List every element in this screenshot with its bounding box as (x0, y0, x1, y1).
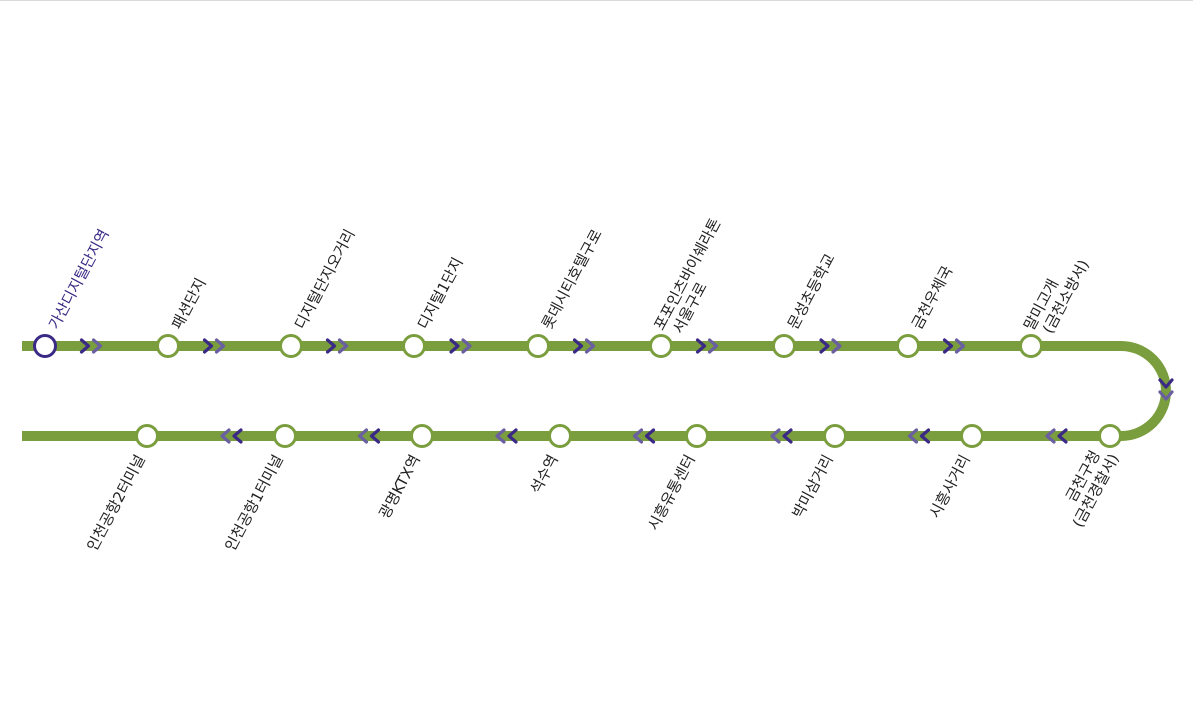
station-label: 말미고개(금천소방서) (1020, 257, 1092, 337)
station-label: 인천공항2터미널 (83, 452, 149, 554)
station-label: 가산디지털단지역 (45, 226, 113, 332)
station-label: 인천공항1터미널 (221, 452, 287, 554)
station-marker[interactable] (772, 334, 796, 358)
station-name: 박미삼거리 (789, 452, 837, 521)
station-marker[interactable] (402, 334, 426, 358)
direction-arrow-icon (1045, 428, 1068, 444)
direction-arrow-icon (1158, 378, 1174, 401)
station-name: 인천공항1터미널 (221, 452, 287, 554)
station-name: 인천공항2터미널 (83, 452, 149, 554)
station-label: 금천구청(금천경찰서) (1062, 448, 1123, 531)
direction-arrow-icon (632, 428, 656, 444)
station-marker[interactable] (548, 424, 572, 448)
direction-arrows (79, 338, 1174, 444)
station-marker[interactable] (279, 334, 303, 358)
station-marker[interactable] (135, 424, 159, 448)
route-line-path (22, 341, 1171, 441)
station-marker[interactable] (410, 424, 434, 448)
station-name: 문성초등학교 (784, 251, 839, 333)
station-marker[interactable] (896, 334, 920, 358)
current-station-marker[interactable] (33, 334, 57, 358)
station-marker[interactable] (1098, 424, 1122, 448)
station-name: 광명KTX역 (375, 452, 424, 522)
station-name: 시흥사거리 (926, 452, 974, 521)
direction-arrow-icon (770, 428, 793, 444)
station-name: 롯데시티호텔구로 (538, 226, 606, 332)
station-marker[interactable] (526, 334, 550, 358)
station-label: 디지털단지오거리 (291, 226, 359, 332)
direction-arrow-icon (79, 338, 103, 354)
station-name: 패션단지 (168, 275, 210, 332)
direction-arrow-icon (907, 428, 931, 444)
station-label: 롯데시티호텔구로 (538, 226, 606, 332)
station-marker[interactable] (156, 334, 180, 358)
direction-arrow-icon (220, 428, 243, 444)
direction-arrow-icon (572, 338, 596, 354)
direction-arrow-icon (357, 428, 381, 444)
station-name: 시흥유통센터 (644, 452, 699, 534)
station-labels: 가산디지털단지역 패션단지 디지털단지오거리 디지털1단지 롯데시티호텔구로 포포인츠바이… (45, 215, 1123, 554)
station-label: 시흥사거리 (926, 452, 974, 521)
station-label: 석수역 (527, 452, 562, 497)
direction-arrow-icon (325, 338, 349, 354)
station-label: 문성초등학교 (784, 251, 839, 333)
direction-arrow-icon (495, 428, 518, 444)
station-name: 석수역 (527, 452, 562, 497)
station-marker[interactable] (685, 424, 709, 448)
direction-arrow-icon (202, 338, 226, 354)
station-label: 디지털1단지 (414, 254, 467, 332)
station-name: 가산디지털단지역 (45, 226, 113, 332)
station-marker[interactable] (960, 424, 984, 448)
route-line (22, 341, 1171, 441)
station-label: 패션단지 (168, 275, 210, 332)
station-marker[interactable] (649, 334, 673, 358)
station-name: 금천우체국 (908, 263, 956, 333)
station-marker[interactable] (1019, 334, 1043, 358)
station-label: 박미삼거리 (789, 452, 837, 521)
station-marker[interactable] (823, 424, 847, 448)
direction-arrow-icon (942, 338, 966, 354)
direction-arrow-icon (695, 338, 719, 354)
station-label: 금천우체국 (908, 263, 956, 333)
direction-arrow-icon (449, 338, 472, 354)
station-marker[interactable] (273, 424, 297, 448)
station-name: 디지털1단지 (414, 254, 467, 332)
station-label: 시흥유통센터 (644, 452, 699, 534)
station-label: 광명KTX역 (375, 452, 424, 522)
station-name: 디지털단지오거리 (291, 226, 359, 332)
direction-arrow-icon (819, 338, 842, 354)
stations (33, 334, 1122, 448)
